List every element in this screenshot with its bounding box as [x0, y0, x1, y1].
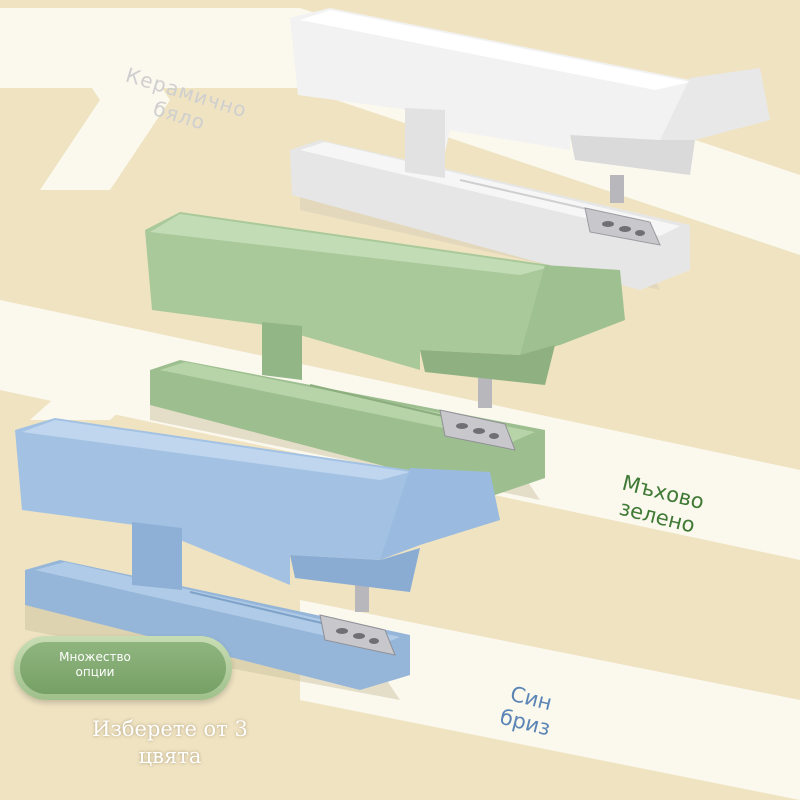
stapler-blue-head	[380, 468, 500, 560]
stripe-lower	[300, 600, 800, 800]
options-badge-text: Множество опции	[40, 650, 150, 680]
stripe-chevron-1	[40, 10, 170, 190]
stapler-green-plate	[439, 409, 516, 451]
stapler-blue-top-highlight	[22, 420, 410, 480]
stapler-green-ruler	[309, 384, 461, 421]
stripe-chevron-2	[30, 330, 160, 420]
stapler-white-base-top	[300, 142, 680, 236]
stapler-white-column	[405, 108, 445, 178]
stapler-blue-base-top	[35, 562, 400, 647]
stapler-green-head	[520, 265, 625, 355]
options-badge-line-1: Множество	[59, 650, 131, 664]
stapler-green-column	[262, 322, 302, 380]
stapler-blue-head-shade	[290, 548, 420, 592]
stapler-green	[145, 212, 625, 500]
stapler-green-base-top	[160, 362, 535, 442]
options-badge-line-2: опции	[75, 665, 115, 679]
stapler-green-spring	[478, 378, 492, 408]
stapler-green-top	[145, 212, 560, 378]
stripe-top	[0, 8, 800, 255]
stapler-green-head-shade	[420, 345, 555, 385]
stapler-white-head	[660, 68, 770, 140]
stapler-blue-spring	[355, 582, 369, 612]
stapler-blue-column	[132, 522, 182, 590]
stapler-white-base	[290, 140, 690, 290]
color-choice-headline-line-2: цвята	[138, 744, 202, 769]
stapler-white	[290, 8, 770, 290]
stapler-blue-base	[25, 560, 410, 690]
color-choice-headline: Изберете от 3 цвята	[60, 716, 280, 771]
stapler-white-top-highlight	[300, 10, 690, 90]
stapler-white-ruler	[459, 179, 601, 213]
stapler-blue-plate	[319, 614, 396, 656]
stapler-green-base	[150, 360, 545, 495]
stapler-white-plate	[584, 207, 661, 246]
stapler-white-spring	[610, 175, 624, 203]
stapler-white-head-shade	[570, 135, 695, 175]
stapler-white-top	[290, 8, 690, 175]
options-badge: Множество опции	[14, 636, 232, 700]
color-choice-headline-line-1: Изберете от 3	[92, 717, 248, 741]
stapler-green-top-highlight	[150, 214, 550, 275]
stapler-blue-ruler	[189, 591, 331, 626]
options-badge-inner	[20, 642, 226, 694]
